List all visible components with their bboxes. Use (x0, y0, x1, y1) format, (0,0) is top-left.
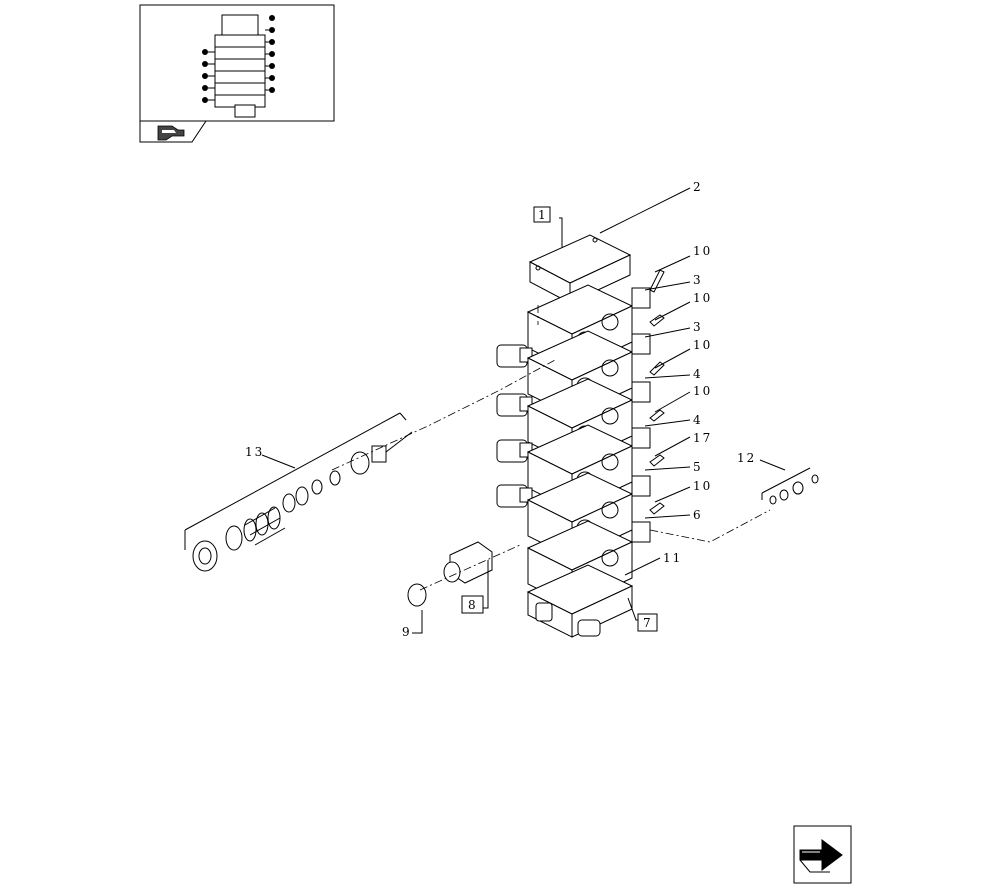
callout-9: 9 (402, 625, 412, 639)
valve-stack-assembly (496, 234, 665, 638)
callout-7: 7 (643, 616, 653, 630)
callout-1: 1 (538, 208, 548, 222)
callout-10-e: 10 (693, 479, 712, 493)
next-page-arrow-icon[interactable] (793, 825, 852, 884)
callout-8: 8 (468, 598, 478, 612)
callout-10-b: 10 (693, 291, 712, 305)
callout-4-a: 4 (693, 367, 703, 381)
callout-12: 12 (737, 451, 756, 465)
callout-5: 5 (693, 460, 703, 474)
page-turn-arrow-icon[interactable] (157, 125, 185, 141)
callout-13: 13 (245, 445, 264, 459)
relief-valve-exploded (407, 541, 493, 607)
callout-10-c: 10 (693, 338, 712, 352)
leader-lines (261, 187, 786, 634)
assembly-thumbnail[interactable] (139, 4, 335, 143)
callout-10-a: 10 (693, 244, 712, 258)
thumbnail-valve-stack-icon (202, 14, 275, 118)
callout-10-d: 10 (693, 384, 712, 398)
small-parts-kit (761, 467, 819, 505)
cartridge-kit-exploded (184, 412, 413, 572)
callout-3-a: 3 (693, 273, 703, 287)
callout-17: 17 (693, 431, 712, 445)
callout-3-b: 3 (693, 320, 703, 334)
callout-2: 2 (693, 180, 703, 194)
callout-11: 11 (663, 551, 682, 565)
callout-4-b: 4 (693, 413, 703, 427)
callout-6: 6 (693, 508, 703, 522)
end-cover-block (526, 564, 634, 638)
